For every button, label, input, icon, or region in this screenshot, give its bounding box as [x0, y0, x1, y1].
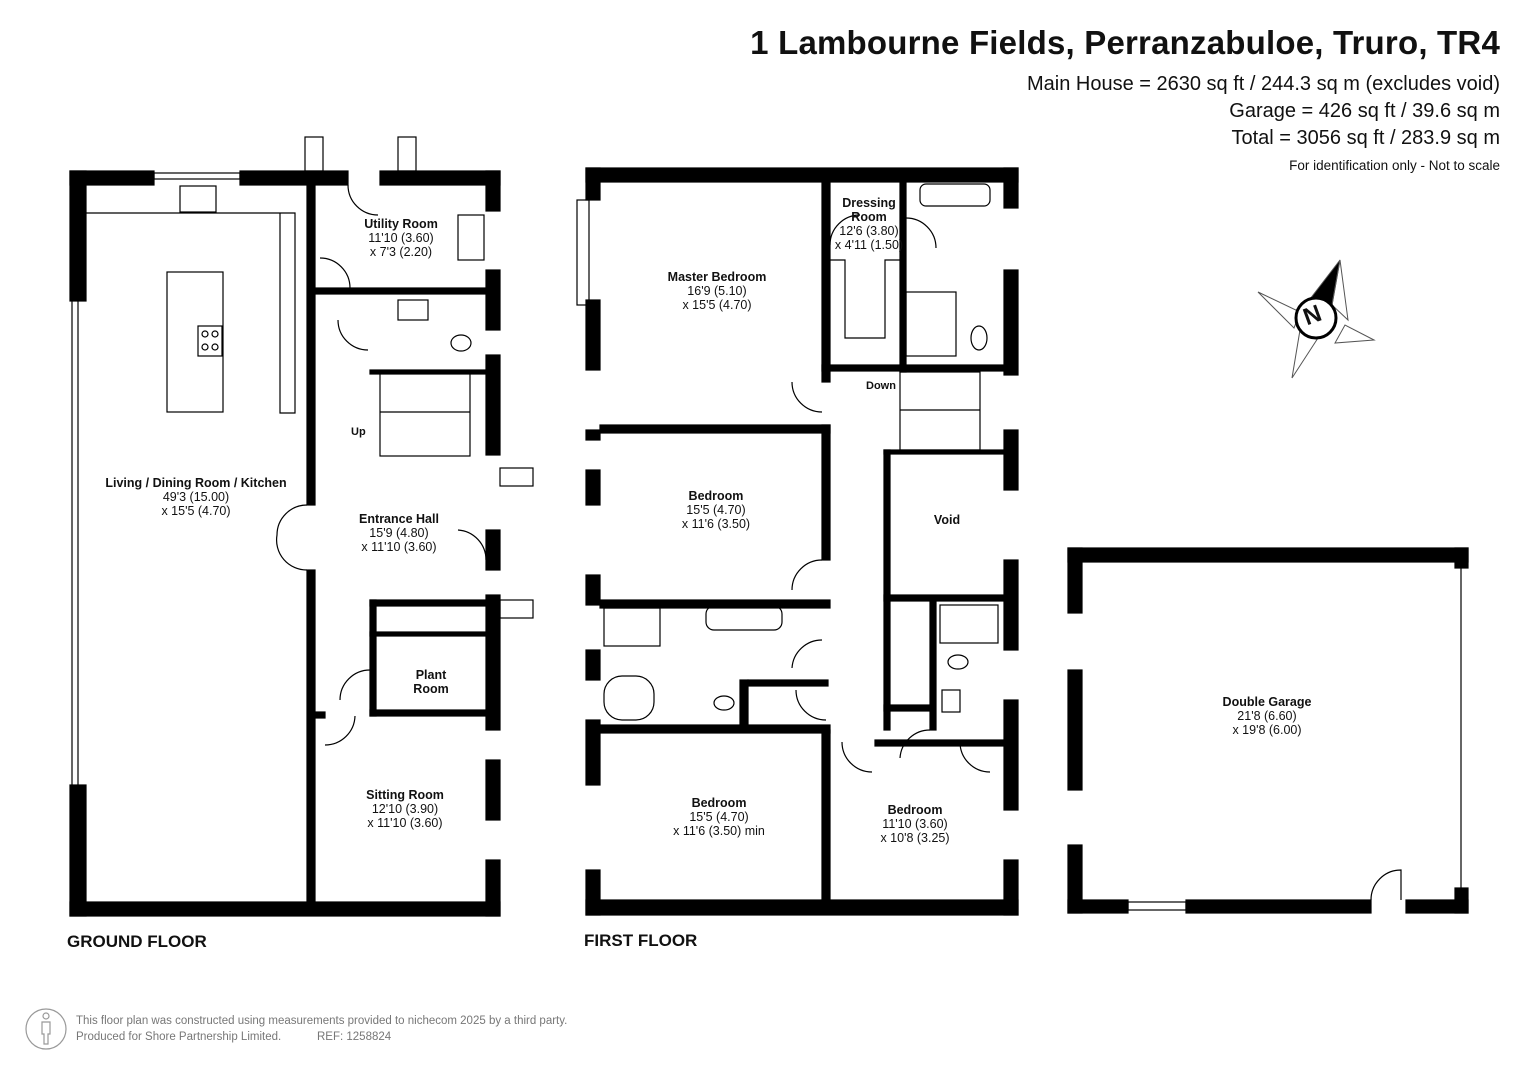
room-void: Void — [934, 513, 960, 527]
compass-rose-icon — [1257, 259, 1376, 379]
total-area: Total = 3056 sq ft / 283.9 sq m — [1231, 127, 1501, 149]
stairs-down-label: Down — [866, 380, 896, 392]
room-dim: x 7'3 (2.20) — [369, 245, 433, 259]
room-dim: x 11'6 (3.50) — [681, 517, 751, 531]
room-name: Bedroom — [688, 489, 744, 503]
room-dim: x 11'10 (3.60) — [367, 816, 443, 830]
room-dim: x 15'5 (4.70) — [161, 504, 231, 518]
first-floor-label: FIRST FLOOR — [584, 931, 698, 950]
room-dim: 11'10 (3.60) — [368, 231, 434, 245]
room-dim: 16'9 (5.10) — [687, 284, 747, 298]
room-name: Dressing — [842, 196, 896, 210]
main-house-area: Main House = 2630 sq ft / 244.3 sq m (ex… — [1026, 73, 1500, 95]
room-name: Room — [413, 682, 449, 696]
room-sitting: Sitting Room 12'10 (3.90) x 11'10 (3.60) — [366, 788, 444, 830]
room-name: Entrance Hall — [359, 512, 439, 526]
first-floor-walls — [576, 167, 1019, 916]
room-name: Master Bedroom — [667, 270, 767, 284]
room-name: Bedroom — [887, 803, 943, 817]
room-dim: x 11'10 (3.60) — [361, 540, 437, 554]
room-dim: x 15'5 (4.70) — [682, 298, 752, 312]
room-dim: 15'5 (4.70) — [689, 810, 749, 824]
property-address: 1 Lambourne Fields, Perranzabuloe, Truro… — [750, 24, 1500, 61]
room-bedroom-3: Bedroom 15'5 (4.70) x 11'6 (3.50) min — [673, 796, 765, 838]
room-double-garage: Double Garage 21'8 (6.60) x 19'8 (6.00) — [1223, 695, 1312, 737]
ground-floor-walls — [69, 136, 534, 917]
room-name: Living / Dining Room / Kitchen — [105, 476, 287, 490]
room-name: Bedroom — [691, 796, 747, 810]
room-name: Double Garage — [1222, 695, 1312, 709]
garage-walls — [1067, 547, 1469, 914]
room-name: Plant — [415, 668, 447, 682]
footer-credit: This floor plan was constructed using me… — [76, 1015, 568, 1027]
room-living-dining-kitchen: Living / Dining Room / Kitchen 49'3 (15.… — [105, 476, 286, 518]
room-dim: 15'5 (4.70) — [686, 503, 746, 517]
room-utility: Utility Room 11'10 (3.60) x 7'3 (2.20) — [364, 217, 438, 259]
room-dim: 15'9 (4.80) — [369, 526, 429, 540]
stairs-up-label: Up — [351, 426, 366, 438]
room-dim: 12'10 (3.90) — [371, 802, 439, 816]
room-name: Void — [933, 513, 961, 527]
room-bedroom-4: Bedroom 11'10 (3.60) x 10'8 (3.25) — [880, 803, 949, 845]
room-dim: x 10'8 (3.25) — [880, 831, 950, 845]
hob-icon — [179, 185, 223, 357]
room-plant: Plant Room — [413, 668, 448, 696]
room-name: Room — [851, 210, 887, 224]
room-dim: x 19'8 (6.00) — [1232, 723, 1302, 737]
room-bedroom-2: Bedroom 15'5 (4.70) x 11'6 (3.50) — [682, 489, 750, 531]
room-dim: x 11'6 (3.50) min — [673, 824, 765, 838]
person-icon — [25, 1008, 67, 1050]
ground-floor-label: GROUND FLOOR — [67, 932, 207, 951]
garage-area: Garage = 426 sq ft / 39.6 sq m — [1229, 100, 1500, 122]
room-dim: 11'10 (3.60) — [882, 817, 948, 831]
scale-disclaimer: For identification only - Not to scale — [1289, 158, 1500, 173]
room-master-bedroom: Master Bedroom 16'9 (5.10) x 15'5 (4.70) — [668, 270, 767, 312]
room-entrance-hall: Entrance Hall 15'9 (4.80) x 11'10 (3.60) — [359, 512, 439, 554]
footer-ref: REF: 1258824 — [317, 1031, 392, 1043]
footer-produced-for: Produced for Shore Partnership Limited. — [76, 1031, 282, 1043]
room-dim: 21'8 (6.60) — [1237, 709, 1297, 723]
room-name: Sitting Room — [366, 788, 444, 802]
room-dim: 49'3 (15.00) — [162, 490, 230, 504]
room-dim: x 4'11 (1.50) — [834, 238, 904, 252]
room-dressing: Dressing Room 12'6 (3.80) x 4'11 (1.50) — [835, 196, 903, 252]
room-name: Utility Room — [364, 217, 438, 231]
room-dim: 12'6 (3.80) — [839, 224, 899, 238]
